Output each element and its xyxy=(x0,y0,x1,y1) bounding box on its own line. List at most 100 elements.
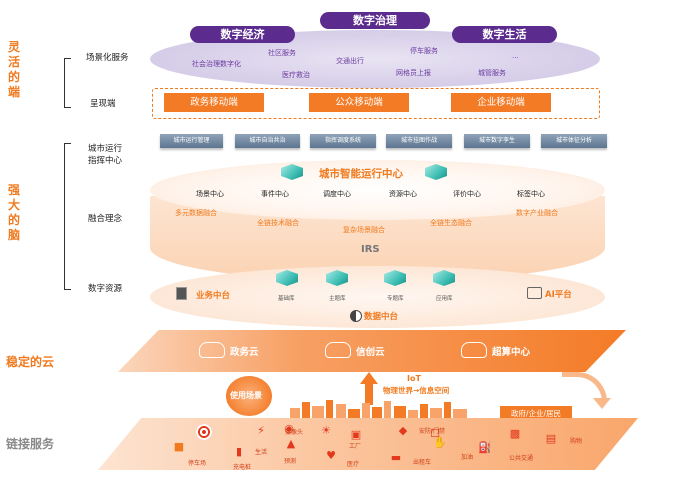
lightning-icon[interactable]: ⚡ xyxy=(257,424,265,437)
heart-icon[interactable]: ♥ xyxy=(326,449,336,462)
icon-label-public-transport: 公共交通 xyxy=(509,455,534,462)
cube-icon-theme-lib xyxy=(326,270,348,286)
hand-icon[interactable]: ✋ xyxy=(433,436,447,449)
scenario-urban-mgmt: 城管服务 xyxy=(478,69,506,77)
monitor-icon[interactable]: ☐ xyxy=(430,427,440,440)
tab-map-operation[interactable]: 城市挂图作战 xyxy=(386,134,452,148)
server-icon xyxy=(176,287,187,300)
graduation-icon[interactable]: ▲ xyxy=(286,437,296,450)
gov-mobile-button[interactable]: 政务移动端 xyxy=(164,93,264,112)
cube-icon-right xyxy=(425,164,447,180)
center-evaluation: 评价中心 xyxy=(453,190,481,198)
camera-icon[interactable]: ◉ xyxy=(284,422,294,435)
pill-digital-governance[interactable]: 数字治理 xyxy=(320,12,430,29)
cloud-xinchuang-label: 信创云 xyxy=(356,347,385,358)
iot-sub-label: 物理世界→信息空间 xyxy=(383,386,450,395)
cloud-icon-gov xyxy=(199,342,225,358)
section-stable-cloud: 稳定的云 xyxy=(6,355,55,369)
brain-cylinder-top xyxy=(150,160,605,220)
fuel-icon[interactable]: ⛽ xyxy=(478,441,492,454)
fusion-full-tech: 全链技术融合 xyxy=(257,219,299,227)
icon-label-forecast: 预测 xyxy=(284,458,297,465)
scenario-medical: 医疗救治 xyxy=(282,71,310,79)
target-icon[interactable] xyxy=(196,424,212,440)
bracket-end xyxy=(64,58,71,108)
ai-platform-label: AI平台 xyxy=(545,290,572,300)
charging-icon[interactable]: ▮ xyxy=(235,445,243,458)
tab-vital-signs[interactable]: 城市体征分析 xyxy=(541,134,607,148)
row-label-data-resources: 数字资源 xyxy=(88,284,123,294)
city-skyline xyxy=(290,400,470,418)
section-link-service: 链接服务 xyxy=(6,437,55,451)
presentation-box xyxy=(152,88,600,119)
tab-city-self-governance[interactable]: 城市自治共治 xyxy=(235,134,300,148)
pill-digital-economy[interactable]: 数字经济 xyxy=(190,26,295,43)
cloud-supercomputing-label: 超算中心 xyxy=(492,347,531,358)
icon-label-fuel: 加油 xyxy=(461,454,474,461)
tab-digital-twin[interactable]: 城市数字孪生 xyxy=(464,134,530,148)
public-mobile-button[interactable]: 公众移动端 xyxy=(309,93,409,112)
cube-icon-topic-lib xyxy=(384,270,406,286)
enterprise-mobile-button[interactable]: 企业移动端 xyxy=(451,93,551,112)
up-arrow-icon xyxy=(360,372,378,384)
use-scene-circle xyxy=(226,376,272,416)
ai-monitor-icon xyxy=(527,287,542,299)
down-arrow-icon xyxy=(593,398,611,409)
irs-label: IRS xyxy=(361,244,380,255)
center-tag: 标签中心 xyxy=(517,190,545,198)
tab-city-ops-mgmt[interactable]: 城市运行管理 xyxy=(160,134,223,148)
cart-icon[interactable]: ▤ xyxy=(545,432,557,445)
scenario-parking: 停车服务 xyxy=(410,47,438,55)
lib-theme: 主题库 xyxy=(329,296,346,302)
fusion-complex-scene: 复杂场景融合 xyxy=(343,226,385,234)
row-label-city-ops-2: 指挥中心 xyxy=(88,156,123,166)
center-resource: 资源中心 xyxy=(389,190,417,198)
car-icon[interactable]: ▬ xyxy=(390,451,402,464)
lib-basic: 基础库 xyxy=(278,296,295,302)
bracket-brain xyxy=(64,143,71,290)
shield-icon[interactable]: ◆ xyxy=(398,424,408,437)
scenario-more: ... xyxy=(512,52,519,60)
use-scene-label: 使用场景 xyxy=(230,391,262,400)
center-dispatch: 调度中心 xyxy=(323,190,351,198)
scenario-community: 社区服务 xyxy=(268,49,296,57)
icon-label-shopping: 购物 xyxy=(570,438,583,445)
scenario-grid-report: 网格员上报 xyxy=(396,69,431,77)
data-platform-label: 数据中台 xyxy=(364,312,399,322)
lib-app: 应用库 xyxy=(436,296,453,302)
bulb-icon[interactable]: ☀ xyxy=(321,424,331,437)
icon-label-security: 安防/门禁 xyxy=(419,428,446,435)
factory-icon[interactable]: ▣ xyxy=(350,428,362,441)
up-arrow-shaft xyxy=(365,383,373,405)
city-ops-center-title: 城市智能运行中心 xyxy=(319,168,403,180)
cloud-icon-supercomputing xyxy=(461,342,487,358)
tab-dispatch-system[interactable]: 指挥调度系统 xyxy=(310,134,376,148)
fusion-multi-data: 多元数据融合 xyxy=(175,209,217,217)
icon-label-charging: 充电桩 xyxy=(233,464,252,471)
cube-icon-app-lib xyxy=(433,270,455,286)
scenario-governance: 社会治理数字化 xyxy=(192,60,241,68)
fusion-industry: 数字产业融合 xyxy=(516,209,558,217)
pill-digital-life[interactable]: 数字生活 xyxy=(452,26,557,43)
icon-label-life: 生活 xyxy=(255,449,268,456)
lib-topic: 专题库 xyxy=(387,296,404,302)
section-strong-brain: 强大的脑 xyxy=(7,183,20,242)
bus-icon[interactable]: ▩ xyxy=(509,427,521,440)
business-platform-label: 业务中台 xyxy=(196,291,231,301)
icon-label-parking: 停车场 xyxy=(188,460,207,467)
cloud-icon-xinchuang xyxy=(325,342,351,358)
row-label-presentation: 呈现端 xyxy=(90,99,116,109)
data-platform-disc xyxy=(150,266,605,328)
icon-label-camera: 摄像头 xyxy=(285,429,304,436)
cloud-gov-label: 政务云 xyxy=(230,347,259,358)
row-label-city-ops-1: 城市运行 xyxy=(88,144,123,154)
link-plane xyxy=(98,418,638,470)
iot-label: IoT xyxy=(407,374,421,383)
parking-icon[interactable]: ■ xyxy=(173,440,185,453)
icon-label-factory: 工厂 xyxy=(349,443,362,450)
icon-label-taxi: 出租车 xyxy=(413,459,432,466)
cube-icon-basic-lib xyxy=(276,270,298,286)
row-label-fusion: 融合理念 xyxy=(88,214,123,224)
cube-icon-left xyxy=(281,164,303,180)
center-event: 事件中心 xyxy=(261,190,289,198)
